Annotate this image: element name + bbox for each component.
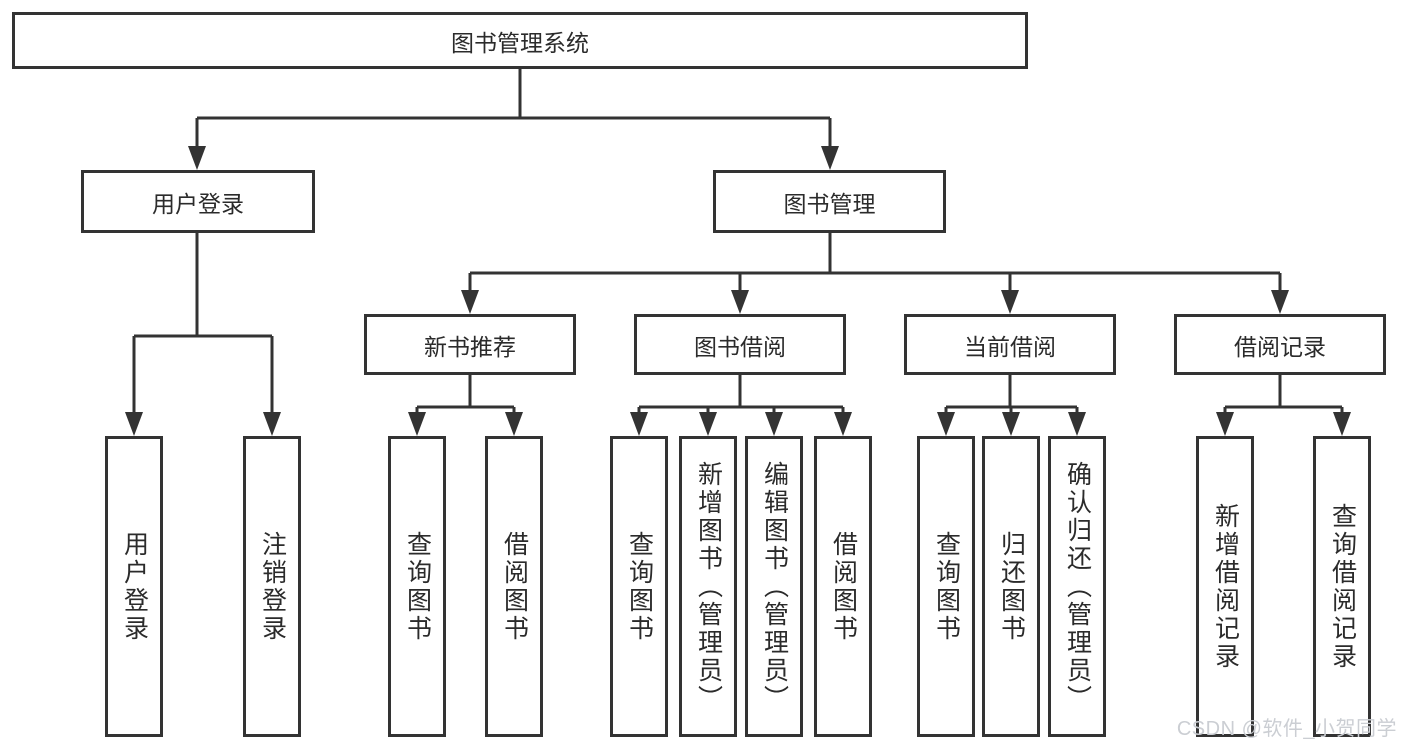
leaf-borrow-books-borrowing: 借阅图书 [814, 436, 872, 737]
leaf-query-borrow-record-label: 查询借阅记录 [1328, 502, 1357, 671]
leaf-add-borrow-record-label: 新增借阅记录 [1211, 502, 1240, 671]
leaf-add-borrow-record: 新增借阅记录 [1196, 436, 1254, 737]
leaf-add-book-admin: 新增图书（管理员） [679, 436, 737, 737]
node-system-root: 图书管理系统 [12, 12, 1028, 69]
node-book-management-label: 图书管理 [783, 190, 876, 217]
node-system-root-label: 图书管理系统 [451, 29, 589, 56]
leaf-query-borrow-record: 查询借阅记录 [1313, 436, 1371, 737]
leaf-edit-book-admin-label: 编辑图书（管理员） [760, 460, 789, 713]
node-user-login: 用户登录 [81, 170, 315, 233]
leaf-borrow-books-recommend: 借阅图书 [485, 436, 543, 737]
node-new-book-recommend-label: 新书推荐 [424, 333, 516, 360]
leaf-confirm-return-admin-label: 确认归还（管理员） [1063, 460, 1092, 713]
leaf-user-login-label: 用户登录 [120, 530, 149, 643]
node-current-borrowing-label: 当前借阅 [964, 333, 1056, 360]
leaf-return-book: 归还图书 [982, 436, 1040, 737]
leaf-query-books-recommend: 查询图书 [388, 436, 446, 737]
node-user-login-label: 用户登录 [152, 190, 244, 217]
watermark: CSDN @软件_小贺同学 [1176, 718, 1397, 740]
leaf-confirm-return-admin: 确认归还（管理员） [1048, 436, 1106, 737]
leaf-query-books-recommend-label: 查询图书 [403, 530, 432, 643]
leaf-add-book-admin-label: 新增图书（管理员） [694, 460, 723, 713]
node-book-management: 图书管理 [713, 170, 946, 233]
leaf-borrow-books-recommend-label: 借阅图书 [500, 530, 529, 643]
node-borrowing-records-label: 借阅记录 [1234, 333, 1326, 360]
leaf-logout-label: 注销登录 [258, 530, 287, 643]
node-book-borrowing-label: 图书借阅 [694, 333, 786, 360]
leaf-borrow-books-borrowing-label: 借阅图书 [829, 530, 858, 643]
node-borrowing-records: 借阅记录 [1174, 314, 1386, 375]
node-new-book-recommend: 新书推荐 [364, 314, 576, 375]
leaf-edit-book-admin: 编辑图书（管理员） [745, 436, 803, 737]
leaf-return-book-label: 归还图书 [997, 530, 1026, 643]
leaf-query-books-borrowing: 查询图书 [610, 436, 668, 737]
leaf-user-login: 用户登录 [105, 436, 163, 737]
leaf-logout: 注销登录 [243, 436, 301, 737]
leaf-query-books-current: 查询图书 [917, 436, 975, 737]
node-current-borrowing: 当前借阅 [904, 314, 1116, 375]
node-book-borrowing: 图书借阅 [634, 314, 846, 375]
leaf-query-books-current-label: 查询图书 [932, 530, 961, 643]
leaf-query-books-borrowing-label: 查询图书 [625, 530, 654, 643]
arrowheads [125, 146, 1351, 436]
